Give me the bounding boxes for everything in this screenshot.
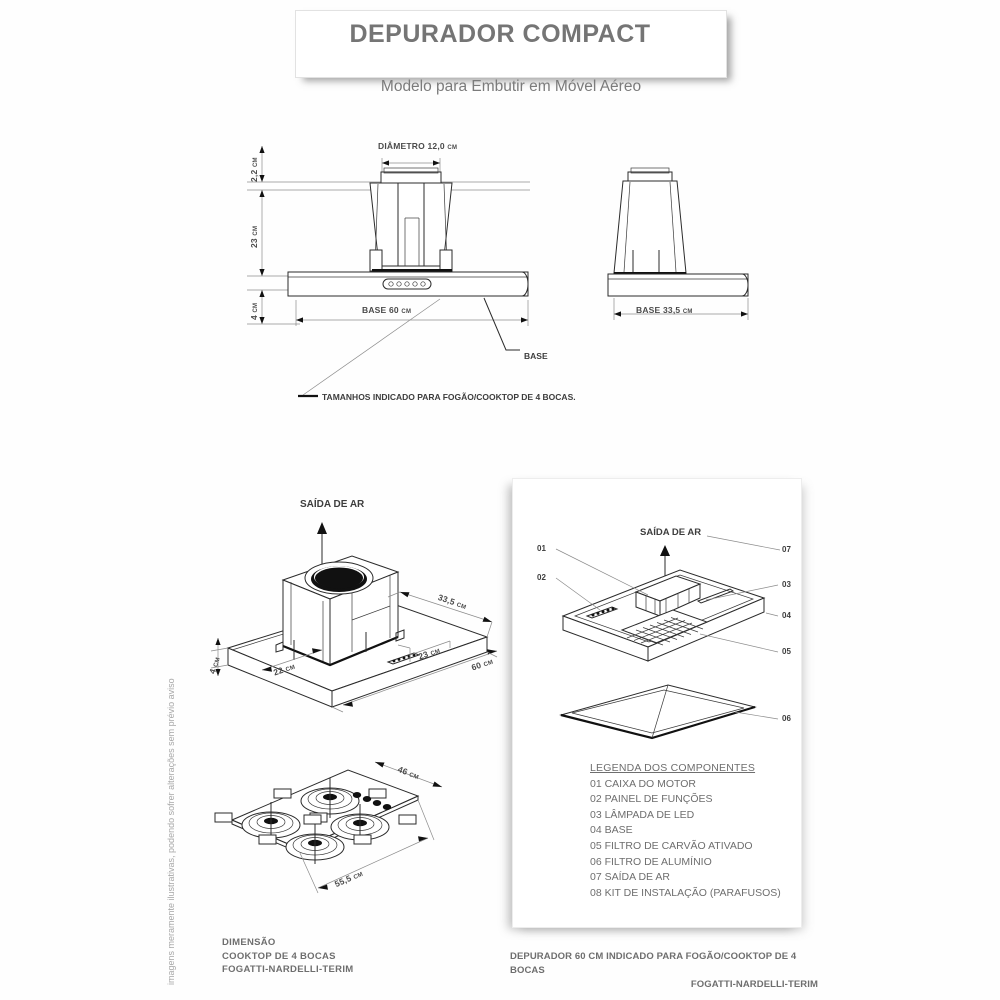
note-cooktop-sizes: TAMANHOS INDICADO PARA FOGÃO/COOKTOP DE … [322, 392, 576, 402]
legend-item-07: 07 SAÍDA DE AR [590, 871, 670, 884]
dimension-diameter: DIÂMETRO 12,0 CM [378, 141, 458, 151]
side-view-drawing [607, 167, 749, 320]
disclaimer-note: imagens meramente ilustrativas, podendo … [166, 678, 176, 985]
caption-cooktop-line3: FOGATTI-NARDELLI-TERIM [222, 964, 354, 975]
callout-06: 06 [782, 714, 791, 723]
callout-04: 04 [782, 611, 791, 620]
caption-cooktop-line1: DIMENSÃO [222, 937, 276, 948]
legend-item-03: 03 LÂMPADA DE LED [590, 808, 695, 821]
legend-item-08: 08 KIT DE INSTALAÇÃO (PARAFUSOS) [590, 886, 781, 899]
caption-depurador-line2: FOGATTI-NARDELLI-TERIM [690, 979, 818, 990]
caption-depurador: DEPURADOR 60 CM INDICADO PARA FOGÃO/COOK… [510, 950, 818, 992]
caption-cooktop: DIMENSÃO COOKTOP DE 4 BOCAS FOGATTI-NARD… [222, 936, 354, 977]
legend-list: LEGENDA DOS COMPONENTES 01 CAIXA DO MOTO… [590, 761, 781, 901]
legend-item-04: 04 BASE [590, 824, 633, 837]
caption-cooktop-line2: COOKTOP DE 4 BOCAS [222, 950, 336, 962]
callout-01: 01 [537, 544, 546, 553]
callout-07: 07 [782, 545, 791, 554]
front-view-drawing [247, 146, 530, 398]
page-title: DEPURADOR COMPACT [349, 20, 651, 48]
legend-item-06: 06 FILTRO DE ALUMÍNIO [590, 855, 712, 868]
label-air-outlet-exploded: SAÍDA DE AR [640, 527, 702, 538]
callout-05: 05 [782, 647, 791, 656]
header-banner [295, 10, 727, 78]
page-subtitle: Modelo para Embutir em Móvel Aéreo [380, 78, 642, 95]
legend-title: LEGENDA DOS COMPONENTES [590, 762, 756, 774]
legend-item-05: 05 FILTRO DE CARVÃO ATIVADO [590, 839, 753, 852]
legend-item-02: 02 PAINEL DE FUNÇÕES [590, 793, 713, 806]
callout-03: 03 [782, 580, 791, 589]
dimension-base-width: BASE 60 CM [362, 305, 412, 315]
label-air-outlet-iso: SAÍDA DE AR [300, 499, 365, 510]
callout-base: BASE [524, 351, 548, 361]
callout-02: 02 [537, 573, 546, 582]
dimension-side-base: BASE 33,5 CM [636, 305, 693, 315]
legend-item-01: 01 CAIXA DO MOTOR [590, 777, 696, 790]
caption-depurador-line1: DEPURADOR 60 CM INDICADO PARA FOGÃO/COOK… [510, 951, 797, 976]
